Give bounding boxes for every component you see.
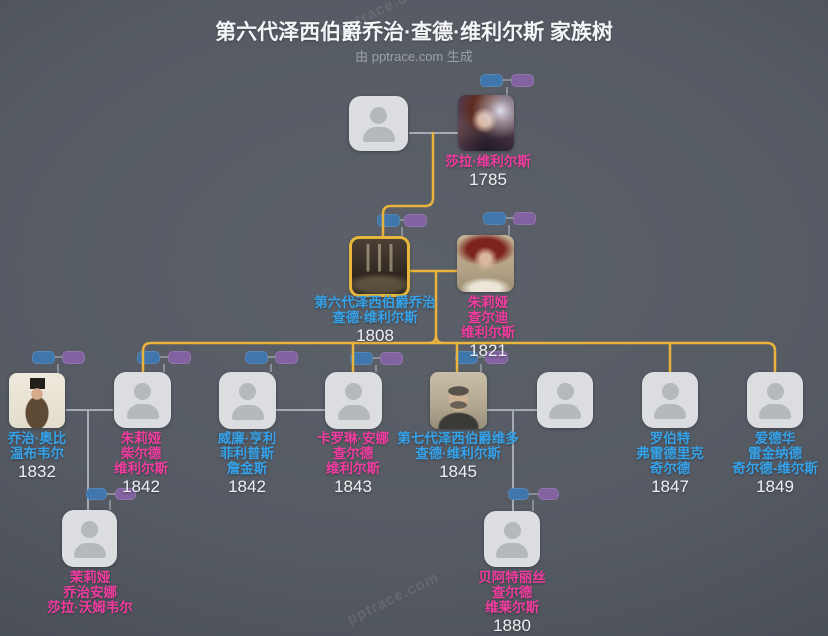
person-card-unknown-grandfather[interactable] xyxy=(349,96,408,151)
label-william-henry-jenkins: 威廉·亨利 菲利普斯 詹金斯 1842 xyxy=(177,431,317,496)
father-chip[interactable] xyxy=(480,74,503,87)
person-placeholder-icon xyxy=(349,96,408,151)
father-chip[interactable] xyxy=(245,351,268,364)
birth-year: 1832 xyxy=(18,462,56,481)
mother-chip[interactable] xyxy=(380,352,403,365)
father-chip[interactable] xyxy=(350,352,373,365)
person-card-caroline-anna-villiers[interactable] xyxy=(325,372,382,429)
person-card-george-6th-earl-portrait[interactable] xyxy=(349,236,410,297)
label-beatrice-child-villiers: 贝阿特丽丝 查尔德 维莱尔斯 1880 xyxy=(442,570,582,635)
mother-chip[interactable] xyxy=(115,488,136,500)
person-card-julia-child-villiers[interactable] xyxy=(114,372,171,428)
label-julia-child-villiers: 朱莉娅 柴尔德 维利尔斯 1842 xyxy=(71,431,211,496)
birth-year: 1842 xyxy=(122,477,160,496)
label-sarah-villiers: 莎拉·维利尔斯 1785 xyxy=(418,154,558,189)
label-caroline-anna-villiers: 卡罗琳·安娜 查尔德 维利尔斯 1843 xyxy=(283,431,423,496)
birth-year: 1845 xyxy=(439,462,477,481)
father-chip[interactable] xyxy=(455,351,478,364)
person-card-julia-georgiana-wombwell[interactable] xyxy=(62,510,117,567)
person-placeholder-icon xyxy=(484,511,540,567)
mother-chip[interactable] xyxy=(513,212,536,225)
person-placeholder-icon xyxy=(642,372,698,428)
person-card-julia-chardi-villiers-portrait[interactable] xyxy=(457,235,514,292)
person-card-sarah-villiers-portrait[interactable] xyxy=(458,95,514,151)
person-placeholder-icon xyxy=(219,372,276,429)
birth-year: 1843 xyxy=(334,477,372,496)
person-card-beatrice-child-villiers[interactable] xyxy=(484,511,540,567)
father-chip[interactable] xyxy=(508,488,529,500)
label-edward-reginald-child: 爱德华 雷金纳德 奇尔德-维尔斯 1849 xyxy=(705,431,828,496)
person-placeholder-icon xyxy=(114,372,171,428)
birth-year: 1880 xyxy=(493,616,531,635)
label-julia-georgiana-wombwell: 茉莉娅 乔治安娜 莎拉·沃姆韦尔 xyxy=(47,570,133,615)
label-george-obi-wombwell: 乔治·奥比 温布韦尔 1832 xyxy=(0,431,107,481)
mother-chip[interactable] xyxy=(275,351,298,364)
person-card-victor-7th-earl-portrait[interactable] xyxy=(430,372,487,429)
page-title: 第六代泽西伯爵乔治·查德·维利尔斯 家族树 xyxy=(215,21,613,44)
label-julia-chardi-villiers: 朱莉娅 查尔迪 维利尔斯 1821 xyxy=(420,295,556,360)
birth-year: 1847 xyxy=(651,477,689,496)
person-card-unknown-spouse[interactable] xyxy=(537,372,593,428)
father-chip[interactable] xyxy=(32,351,55,364)
birth-year: 1821 xyxy=(469,341,507,360)
person-placeholder-icon xyxy=(62,510,117,567)
label-george-6th-earl: 第六代泽西伯爵乔治 查德·维利尔斯 1808 xyxy=(300,295,450,345)
mother-chip[interactable] xyxy=(485,351,508,364)
birth-year: 1808 xyxy=(356,326,394,345)
birth-year: 1842 xyxy=(228,477,266,496)
mother-chip[interactable] xyxy=(62,351,85,364)
person-placeholder-icon xyxy=(537,372,593,428)
label-robert-frederick-child: 罗伯特 弗雷德里克 奇尔德 1847 xyxy=(600,431,740,496)
person-card-william-henry-jenkins[interactable] xyxy=(219,372,276,429)
birth-year: 1785 xyxy=(469,170,507,189)
person-card-robert-frederick-child[interactable] xyxy=(642,372,698,428)
father-chip[interactable] xyxy=(86,488,107,500)
father-chip[interactable] xyxy=(483,212,506,225)
label-victor-7th-earl: 第七代泽西伯爵维多 查德·维利尔斯 1845 xyxy=(383,431,533,481)
person-card-george-obi-wombwell-portrait[interactable] xyxy=(9,373,65,428)
mother-chip[interactable] xyxy=(404,214,427,227)
mother-chip[interactable] xyxy=(168,351,191,364)
person-placeholder-icon xyxy=(747,372,803,428)
person-card-edward-reginald-child[interactable] xyxy=(747,372,803,428)
mother-chip[interactable] xyxy=(511,74,534,87)
page-subtitle: 由 pptrace.com 生成 xyxy=(355,49,473,64)
mother-chip[interactable] xyxy=(538,488,559,500)
birth-year: 1849 xyxy=(756,477,794,496)
person-placeholder-icon xyxy=(325,372,382,429)
